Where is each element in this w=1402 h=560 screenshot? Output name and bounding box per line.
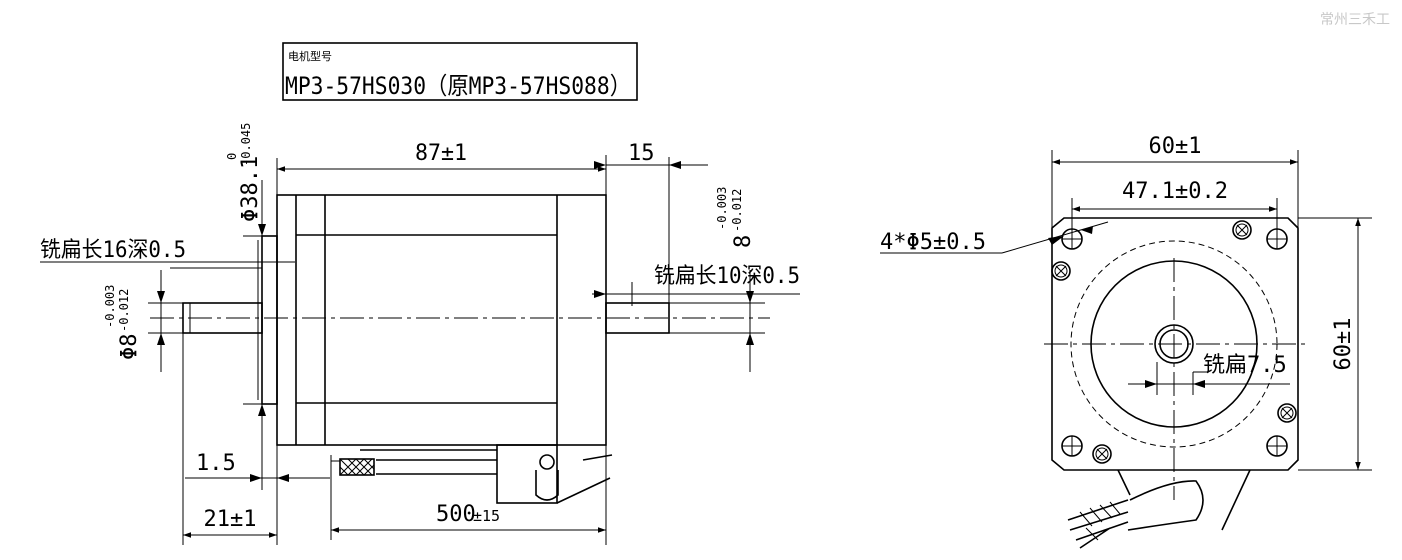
dim-front-shaft-dia: Φ8 bbox=[117, 334, 142, 361]
dim-pilot-diameter: Φ38.1 bbox=[238, 156, 263, 222]
dim-flange-thickness: 1.5 bbox=[196, 451, 236, 476]
title-label: 电机型号 bbox=[288, 49, 332, 63]
hole-pitch-circle bbox=[1070, 240, 1278, 448]
note-rear-flat: 铣扁长10深0.5 bbox=[654, 264, 800, 289]
dim-front-height: 60±1 bbox=[1331, 318, 1356, 371]
dim-rear-shaft-length: 15 bbox=[628, 141, 655, 166]
watermark-text: 常州三禾工 bbox=[1320, 12, 1390, 28]
dim-pilot-tol-lower: -0.045 bbox=[239, 123, 253, 166]
front-view: 60±1 47.1±0.2 60±1 4*Φ5±0.5 铣扁7.5 bbox=[880, 134, 1372, 549]
cable-outlet bbox=[331, 444, 613, 504]
flange-outline bbox=[1051, 217, 1299, 471]
note-front-flat-width: 铣扁7.5 bbox=[1203, 353, 1287, 378]
front-pilot bbox=[261, 235, 278, 405]
dim-shaft-extension: 21±1 bbox=[204, 507, 257, 532]
note-front-flat: 铣扁长16深0.5 bbox=[40, 238, 186, 263]
screws bbox=[1051, 220, 1297, 464]
dim-mounting-holes: 4*Φ5±0.5 bbox=[880, 230, 986, 255]
dim-front-shaft-tol-upper: -0.003 bbox=[103, 285, 117, 328]
dim-rear-shaft-tol-upper: -0.003 bbox=[715, 187, 729, 230]
dim-body-length: 87±1 bbox=[415, 141, 467, 166]
dim-pilot-tol-upper: 0 bbox=[225, 153, 239, 160]
title-block: 电机型号 MP3-57HS030（原MP3-57HS088） bbox=[282, 42, 638, 101]
model-number: MP3-57HS030（原MP3-57HS088） bbox=[285, 72, 631, 100]
front-cable bbox=[1067, 469, 1251, 549]
dim-lead-tolerance: ±15 bbox=[473, 507, 500, 525]
dim-rear-shaft-dia: 8 bbox=[731, 235, 756, 248]
side-view: 87±1 15 Φ38.1 0 -0.045 铣扁长16深0.5 Φ8 -0.0… bbox=[40, 123, 800, 545]
dim-front-width: 60±1 bbox=[1149, 134, 1202, 159]
dim-rear-shaft-tol-lower: -0.012 bbox=[730, 189, 744, 232]
dim-front-shaft-tol-lower: -0.012 bbox=[117, 289, 131, 332]
dim-hole-spacing: 47.1±0.2 bbox=[1122, 179, 1228, 204]
dim-lead-length: 500 bbox=[436, 502, 476, 527]
mounting-holes bbox=[1061, 228, 1288, 457]
